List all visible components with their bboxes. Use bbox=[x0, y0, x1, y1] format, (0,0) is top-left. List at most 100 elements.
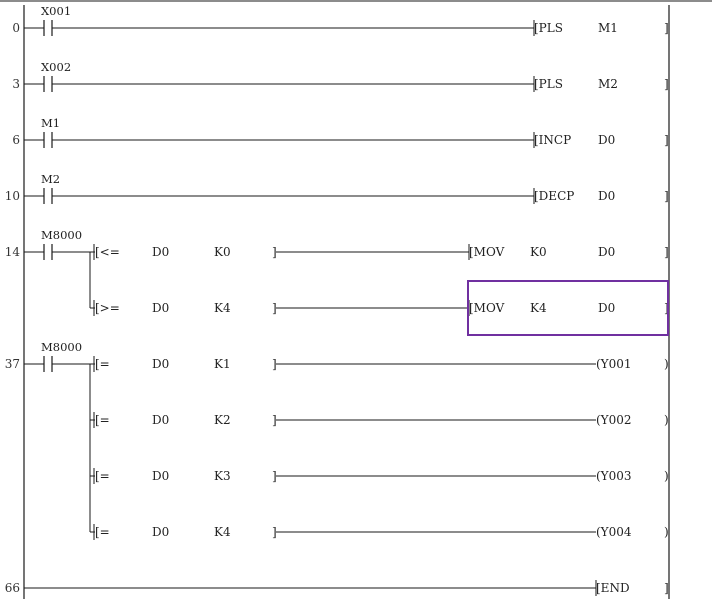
branch-1[interactable]: [= D0 K1] (Y001) bbox=[90, 356, 669, 372]
contact-label[interactable]: M2 bbox=[41, 172, 60, 186]
instruction-close-bracket[interactable]: ] bbox=[664, 581, 669, 595]
compare-operand-1[interactable]: D0 bbox=[152, 357, 169, 371]
output-coil[interactable]: (Y001 bbox=[596, 357, 632, 371]
compare-operator[interactable]: [= bbox=[95, 413, 110, 427]
instruction-block[interactable]: [PLS M2] bbox=[533, 76, 669, 92]
instruction-close-bracket[interactable]: ] bbox=[664, 301, 669, 315]
branch-1[interactable]: [PLS M1] bbox=[68, 20, 669, 36]
normally-open-contact[interactable]: X001 bbox=[41, 4, 71, 36]
compare-operand-1[interactable]: D0 bbox=[152, 525, 169, 539]
step-number[interactable]: 10 bbox=[5, 189, 20, 203]
step-number[interactable]: 14 bbox=[5, 245, 21, 259]
contact-label[interactable]: M8000 bbox=[41, 228, 82, 242]
compare-close-bracket[interactable]: ] bbox=[272, 357, 277, 371]
branch-2[interactable]: [= D0 K2] (Y002) bbox=[90, 412, 669, 428]
contact-label[interactable]: M8000 bbox=[41, 340, 82, 354]
coil-close[interactable]: ) bbox=[664, 469, 669, 483]
branch-1[interactable]: [END] bbox=[24, 580, 669, 596]
branch-1[interactable]: [INCP D0] bbox=[68, 132, 669, 148]
compare-close-bracket[interactable]: ] bbox=[272, 525, 277, 539]
output-coil[interactable]: (Y004 bbox=[596, 525, 632, 539]
contact-label[interactable]: X001 bbox=[41, 4, 71, 18]
compare-operand-1[interactable]: D0 bbox=[152, 469, 169, 483]
compare-close-bracket[interactable]: ] bbox=[272, 413, 277, 427]
compare-operator[interactable]: [= bbox=[95, 469, 110, 483]
rung-6[interactable]: 6 M1 [INCP D0] bbox=[12, 116, 669, 148]
coil-close[interactable]: ) bbox=[664, 413, 669, 427]
instruction-mnemonic[interactable]: [MOV bbox=[469, 245, 505, 259]
branch-1[interactable]: [<= D0 K0] [MOV K0 D0] bbox=[90, 244, 669, 260]
rung-66[interactable]: 66 [END] bbox=[5, 580, 669, 596]
instruction-block[interactable]: [MOV K4 D0] bbox=[468, 300, 669, 316]
step-number[interactable]: 37 bbox=[5, 357, 20, 371]
instruction-mnemonic[interactable]: [DECP bbox=[534, 189, 574, 203]
instruction-operand-1[interactable]: D0 bbox=[598, 133, 615, 147]
instruction-mnemonic[interactable]: [PLS bbox=[534, 21, 563, 35]
normally-open-contact[interactable]: M8000 bbox=[41, 340, 82, 372]
instruction-operand-2[interactable]: D0 bbox=[598, 301, 615, 315]
branch-2[interactable]: [>= D0 K4] [MOV K4 D0] bbox=[90, 280, 669, 336]
normally-open-contact[interactable]: M1 bbox=[41, 116, 68, 148]
compare-operand-2[interactable]: K4 bbox=[214, 301, 231, 315]
normally-open-contact[interactable]: M2 bbox=[41, 172, 68, 204]
output-coil[interactable]: (Y002 bbox=[596, 413, 632, 427]
compare-operand-2[interactable]: K0 bbox=[214, 245, 231, 259]
compare-operator[interactable]: [>= bbox=[95, 301, 120, 315]
instruction-mnemonic[interactable]: [END bbox=[596, 581, 630, 595]
compare-operand-2[interactable]: K2 bbox=[214, 413, 231, 427]
instruction-block[interactable]: [DECP D0] bbox=[533, 188, 669, 204]
output-coil[interactable]: (Y003 bbox=[596, 469, 632, 483]
compare-operator[interactable]: [= bbox=[95, 357, 110, 371]
instruction-operand-1[interactable]: M1 bbox=[598, 21, 618, 35]
compare-operand-2[interactable]: K3 bbox=[214, 469, 231, 483]
branch-1[interactable]: [DECP D0] bbox=[68, 188, 669, 204]
compare-operator[interactable]: [= bbox=[95, 525, 110, 539]
instruction-block[interactable]: [PLS M1] bbox=[533, 20, 669, 36]
step-number[interactable]: 66 bbox=[5, 581, 20, 595]
compare-operator[interactable]: [<= bbox=[95, 245, 120, 259]
normally-open-contact[interactable]: M8000 bbox=[41, 228, 82, 260]
compare-operand-2[interactable]: K1 bbox=[214, 357, 231, 371]
rung-3[interactable]: 3 X002 [PLS M2] bbox=[12, 60, 669, 92]
compare-operand-1[interactable]: D0 bbox=[152, 413, 169, 427]
instruction-block[interactable]: [MOV K0 D0] bbox=[468, 244, 669, 260]
coil-close[interactable]: ) bbox=[664, 357, 669, 371]
instruction-close-bracket[interactable]: ] bbox=[664, 21, 669, 35]
instruction-close-bracket[interactable]: ] bbox=[664, 133, 669, 147]
instruction-close-bracket[interactable]: ] bbox=[664, 245, 669, 259]
compare-operand-1[interactable]: D0 bbox=[152, 301, 169, 315]
rung-0[interactable]: 0 X001 [PLS M1] bbox=[12, 4, 669, 36]
step-number[interactable]: 6 bbox=[12, 133, 20, 147]
instruction-mnemonic[interactable]: [MOV bbox=[469, 301, 505, 315]
contact-label[interactable]: M1 bbox=[41, 116, 60, 130]
instruction-operand-1[interactable]: K0 bbox=[530, 245, 547, 259]
compare-operand-1[interactable]: D0 bbox=[152, 245, 169, 259]
instruction-operand-1[interactable]: M2 bbox=[598, 77, 618, 91]
compare-close-bracket[interactable]: ] bbox=[272, 469, 277, 483]
contact-label[interactable]: X002 bbox=[41, 60, 71, 74]
coil-close[interactable]: ) bbox=[664, 525, 669, 539]
rung-10[interactable]: 10 M2 [DECP D0] bbox=[5, 172, 669, 204]
instruction-mnemonic[interactable]: [INCP bbox=[534, 133, 571, 147]
instruction-operand-2[interactable]: D0 bbox=[598, 245, 615, 259]
branch-3[interactable]: [= D0 K3] (Y003) bbox=[90, 468, 669, 484]
compare-close-bracket[interactable]: ] bbox=[272, 245, 277, 259]
branch-1[interactable]: [PLS M2] bbox=[68, 76, 669, 92]
branch-4[interactable]: [= D0 K4] (Y004) bbox=[90, 524, 669, 540]
instruction-block[interactable]: [INCP D0] bbox=[533, 132, 669, 148]
instruction-block[interactable]: [END] bbox=[595, 580, 669, 596]
step-number[interactable]: 0 bbox=[12, 21, 20, 35]
compare-operand-2[interactable]: K4 bbox=[214, 525, 231, 539]
compare-close-bracket[interactable]: ] bbox=[272, 301, 277, 315]
step-number[interactable]: 3 bbox=[12, 77, 20, 91]
instruction-mnemonic[interactable]: [PLS bbox=[534, 77, 563, 91]
instruction-close-bracket[interactable]: ] bbox=[664, 77, 669, 91]
selection-cursor bbox=[467, 280, 669, 336]
instruction-close-bracket[interactable]: ] bbox=[664, 189, 669, 203]
normally-open-contact[interactable]: X002 bbox=[41, 60, 71, 92]
instruction-operand-1[interactable]: K4 bbox=[530, 301, 547, 315]
instruction-operand-1[interactable]: D0 bbox=[598, 189, 615, 203]
